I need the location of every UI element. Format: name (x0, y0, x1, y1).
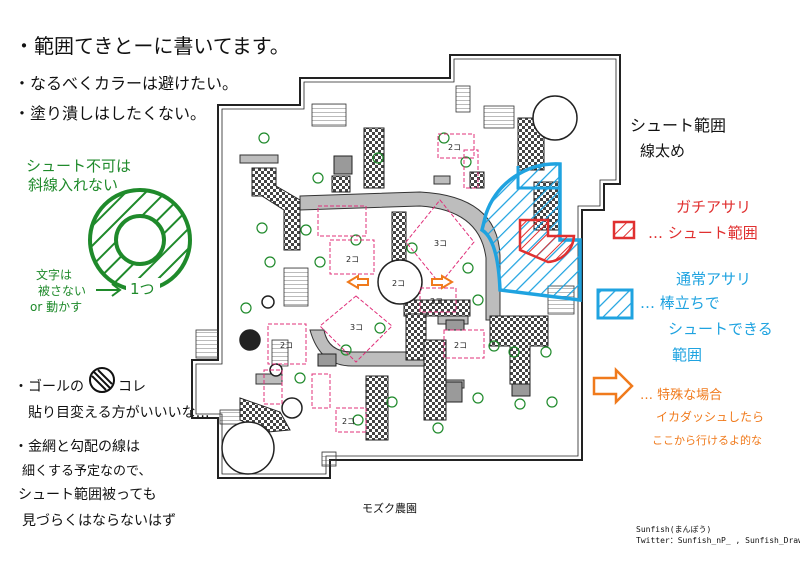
no-shoot-circle-icon (88, 188, 192, 298)
text-note-1: 文字は (36, 268, 73, 282)
legend-blue-swatch (596, 288, 634, 320)
map-label-top-2co: 2コ (448, 143, 461, 152)
legend-orange-3: ここから行けるよ的な (652, 434, 762, 447)
map-label-right-2co: 2コ (430, 297, 443, 306)
map-label-bottom-2co: 2コ (342, 417, 355, 426)
no-shoot-title-2: 斜線入れない (28, 176, 119, 194)
legend-blue-4: 範囲 (672, 346, 703, 364)
green-markers (240, 132, 558, 434)
fence-note-1: ・金網と勾配の線は (14, 439, 140, 455)
note-no-fill: ・塗り潰しはしたくない。 (14, 104, 207, 123)
map-label-right-3co: 3コ (434, 239, 447, 248)
text-note-3: or 動かす (30, 300, 83, 314)
legend-blue-2: … 棒立ちで (640, 294, 720, 312)
credit-name: Sunfish(まんぼう) (636, 525, 712, 534)
credit-twitter: Twitter：Sunfish_nP_ , Sunfish_Drawing (636, 536, 800, 545)
shoot-range-title: シュート範囲 (630, 116, 727, 135)
legend-orange-1: … 特殊な場合 (640, 388, 723, 403)
legend-red-1: ガチアサリ (676, 198, 752, 216)
gray-blocks (317, 155, 531, 403)
goal-icon (89, 367, 115, 393)
goal-note-3: 貼り目変える方がいいいな… (28, 405, 210, 421)
fence-note-2: 細くする予定なので、 (22, 464, 152, 479)
note-avoid-color: ・なるべくカラーは避けたい。 (14, 74, 239, 93)
normal-shoot-range-notch (516, 164, 562, 190)
shoot-range-thick: 線太め (640, 142, 686, 160)
map-label-left-bottom-2co: 2コ (280, 341, 293, 350)
goal-note-2: コレ (118, 379, 146, 395)
goal-note-1: ・ゴールの (14, 379, 84, 395)
legend-orange-2: イカダッシュしたら (656, 410, 765, 424)
rainmaker-shoot-range (518, 218, 576, 264)
note-range: ・範囲てきとーに書いてます。 (14, 34, 290, 58)
map-label-center-2co: 2コ (392, 279, 405, 288)
fence-note-4: 見づらくはならないはず (22, 513, 176, 529)
map-name: モズク農園 (362, 502, 417, 515)
fence-note-3: シュート範囲被っても (18, 487, 157, 503)
text-note-2: 被さない (38, 284, 87, 298)
legend-orange-arrow-icon (592, 366, 634, 406)
legend-blue-3: シュートできる (668, 320, 773, 338)
round-platforms (221, 95, 578, 475)
arrow-icon (96, 283, 122, 297)
map-label-left-3co: 3コ (350, 323, 363, 332)
map-label-lower-2co: 2コ (454, 341, 467, 350)
pink-zones (263, 133, 485, 433)
map-label-left-2co: 2コ (346, 255, 359, 264)
map-orange-arrows (346, 274, 454, 290)
legend-red-2: … シュート範囲 (648, 224, 758, 242)
legend-red-swatch (612, 220, 636, 240)
legend-blue-1: 通常アサリ (676, 270, 752, 288)
map-outline (191, 54, 621, 479)
no-shoot-title-1: シュート不可は (26, 157, 132, 175)
circle-count-label: 1つ (130, 280, 155, 298)
